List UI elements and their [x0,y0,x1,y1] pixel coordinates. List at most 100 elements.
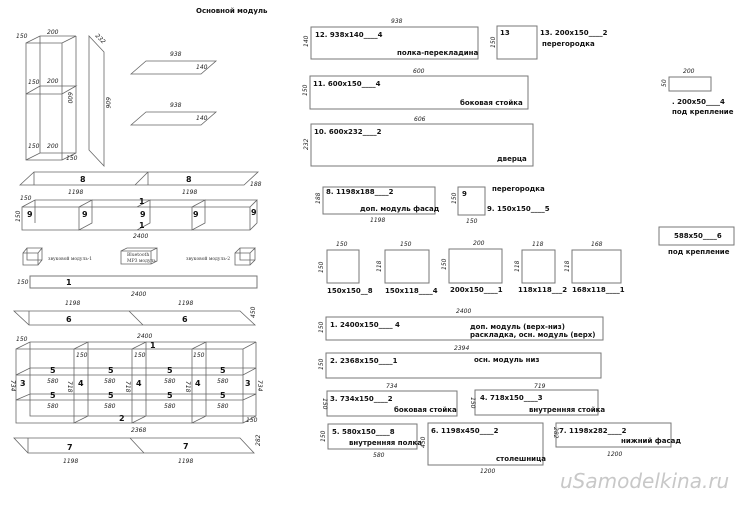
part-label: 5 [167,391,173,400]
dim-inner-height: 718 [66,381,73,393]
part-name: боковая стойка [394,406,457,414]
facade-strip-8: 8 8 1198 1198 188 [18,171,262,196]
part-label: 7 [183,442,189,451]
dim-length: 1198 [68,189,83,196]
dim-h: 282 [552,427,559,439]
part-7: 282 7. 1198x282____2 нижний фасад 1200 [552,422,681,458]
dim-width: 200 [47,78,59,85]
dim-h: 150 [318,358,325,370]
dim-h: 118 [564,260,571,272]
part-4: 719 150 4. 718x150____3 внутренняя стойк… [469,383,605,416]
part-name: перегородка [492,185,545,193]
dim-depth: 150 [246,417,258,424]
dim-depth: 150 [76,352,88,359]
dim-w: 200 [683,68,695,75]
module-label: звуковой модуль-1 [48,256,92,262]
watermark: uSamodelkina.ru [560,469,729,493]
part-label: 1 [66,278,72,287]
dim-shelf-depth: 140 [196,64,208,71]
part-label: 9 [27,210,33,219]
part-name: под крепление [672,108,734,116]
dim-length: 1198 [63,458,78,465]
dim-w: 938 [391,18,403,25]
part-3: 734 150 3. 734x150____2 боковая стойка [321,383,458,417]
part-spec: 11. 600x150____4 [313,80,381,88]
dim-w: 1200 [607,451,622,458]
dim-depth: 188 [250,181,262,188]
dim-shelf: 580 [164,378,176,385]
dim-shelf: 580 [104,403,116,410]
shelf-labels: 5 580 5 580 5 580 5 580 5 580 5 580 5 58… [47,366,229,410]
dim-shelf-len: 938 [170,51,182,58]
dim-length: 2400 [133,233,148,240]
dim-h: 150 [302,84,309,96]
lower-facade-7: 7 7 1198 1198 282 [13,434,262,465]
dim-shelf: 580 [47,378,59,385]
square-part: 200 150 200x150____1 [441,240,503,294]
part-spec: 168x118____1 [572,286,625,294]
part-name: полка-перекладина [397,49,478,57]
dim-shelf: 580 [47,403,59,410]
part-9: 9 150 150 перегородка 9. 150x150____5 [451,185,550,225]
part-spec: 3. 734x150____2 [330,395,393,403]
part-1: 2400 150 1. 2400x150____ 4 доп. модуль (… [318,308,604,341]
part-spec: 150x150__8 [327,287,373,295]
part-name: перегородка [542,40,595,48]
dim-w: 580 [373,452,385,459]
dim-h: 150 [318,321,325,333]
dim-shelf: 580 [104,378,116,385]
dim-h: 150 [490,36,497,48]
part-label: 7 [67,443,73,452]
part-label: 3 [245,379,251,388]
part-label: 1 [139,221,145,230]
part-label: 5 [220,391,226,400]
dim-height: 734 [256,380,263,392]
module-label: Bluetooth [127,252,149,258]
part-spec: 13. 200x150____2 [540,29,608,37]
dim-w: 150 [400,241,412,248]
dim-h: 232 [303,138,310,150]
part-label: 9 [140,210,146,219]
part-name: раскладка, осн. модуль (верх) [470,331,595,339]
dim-width: 200 [47,143,59,150]
dim-depth: 282 [255,434,262,446]
page-title: Основной модуль [196,7,268,15]
module-label: звуковой модуль-2 [186,256,230,262]
dim-w: 606 [414,116,426,123]
dim-shelf-len: 938 [170,102,182,109]
dim-h: 150 [321,398,328,410]
dim-depth: 150 [28,143,40,150]
dim-inner-height: 718 [184,381,191,393]
dim-length: 1198 [178,458,193,465]
part-label: 1 [139,197,145,206]
dim-h: 140 [303,35,310,47]
audio-modules: звуковой модуль-1 Bluetooth MP3 модуль з… [22,247,256,266]
dim-depth: 150 [193,352,205,359]
part-name: под крепление [668,248,730,256]
part-spec: 588x50____6 [674,232,722,240]
dim-h: 50 [661,79,668,87]
dim-h: 150 [469,397,476,409]
part-10: 606 232 10. 600x232____2 дверца [303,116,534,167]
part-label: 8 [186,175,192,184]
dim-w: 1200 [480,468,495,475]
dim-inner-height: 718 [124,381,131,393]
part-label: 1 [150,341,156,350]
part-label: 4 [195,379,201,388]
dim-width: 200 [47,29,59,36]
part-label: 4 [78,379,84,388]
part-label: 5 [108,366,114,375]
part-12: 938 140 12. 938x140____4 полка-переклади… [303,18,479,60]
countertop-6: 1198 1198 6 6 450 [12,300,257,326]
dim-side-height: 606 [104,97,111,109]
part-spec: . 200x50____4 [672,98,725,106]
part-name: боковая стойка [460,99,523,107]
dim-h: 150 [441,258,448,270]
dim-w: 600 [413,68,425,75]
part-spec: 7. 1198x282____2 [559,427,627,435]
main-assembly-drawing: 150 2400 1 150 150 150 3 3 4 4 4 734 734… [9,333,263,434]
dim-w: 200 [473,240,485,247]
part-label: 5 [50,366,56,375]
part-label: 2 [119,414,125,423]
